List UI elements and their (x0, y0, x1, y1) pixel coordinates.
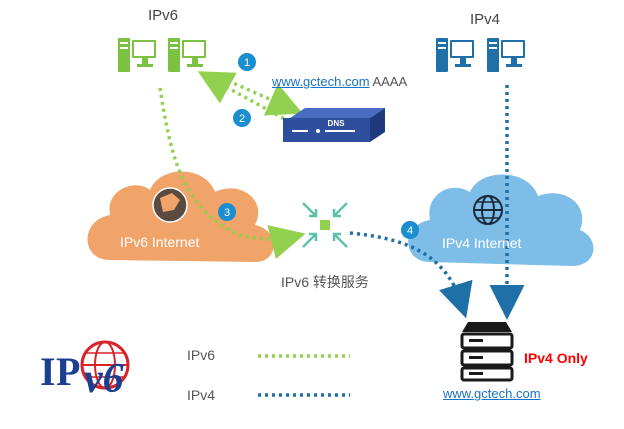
dns-box-label: DNS (328, 119, 346, 128)
svg-text:P: P (56, 349, 80, 394)
server-icon (460, 322, 514, 382)
dns-appliance-icon (283, 108, 385, 142)
ipv4-cloud-label: IPv4 Internet (442, 235, 522, 251)
svg-text:I: I (40, 349, 56, 394)
server-url-link[interactable]: www.gctech.com (443, 386, 541, 401)
step-badge-4: 4 (401, 221, 419, 239)
desktop-computer-icon (436, 38, 474, 72)
dns-query-link[interactable]: www.gctech.com (272, 74, 370, 89)
ipv6-path-dns (197, 71, 303, 124)
ipv4-group-label: IPv4 (470, 11, 501, 28)
globe-icon (473, 195, 503, 225)
step-label: 2 (239, 113, 245, 125)
ipv4-cloud (408, 174, 594, 266)
legend-label-ipv6: IPv6 (187, 347, 216, 363)
dns-query-row: www.gctech.com AAAA (272, 74, 407, 89)
ipv6-cloud-label: IPv6 Internet (120, 234, 200, 250)
step-badge-1: 1 (238, 53, 256, 71)
translation-service-label: IPv6 转换服务 (281, 274, 369, 290)
step-label: 3 (224, 207, 230, 219)
dns-record-type: AAAA (372, 74, 408, 89)
ipv4-only-tag: IPv4 Only (524, 350, 588, 366)
desktop-computer-icon (118, 38, 156, 72)
step-badge-2: 2 (233, 109, 251, 127)
ipv6-logo: I P v6 (40, 340, 130, 402)
step-label: 4 (407, 225, 413, 237)
legend-label-ipv4: IPv4 (187, 387, 216, 403)
ipv6-path-translator (158, 87, 306, 260)
desktop-computer-icon (487, 38, 525, 72)
ipv6-group-label: IPv6 (148, 7, 179, 24)
translator-icon (302, 202, 348, 248)
ipv4-path-translator-server (349, 231, 473, 319)
step-badge-3: 3 (218, 203, 236, 221)
desktop-computer-icon (168, 38, 206, 72)
svg-text:v6: v6 (84, 356, 124, 402)
step-label: 1 (244, 57, 250, 69)
ipv6-globe-icon (152, 187, 188, 223)
